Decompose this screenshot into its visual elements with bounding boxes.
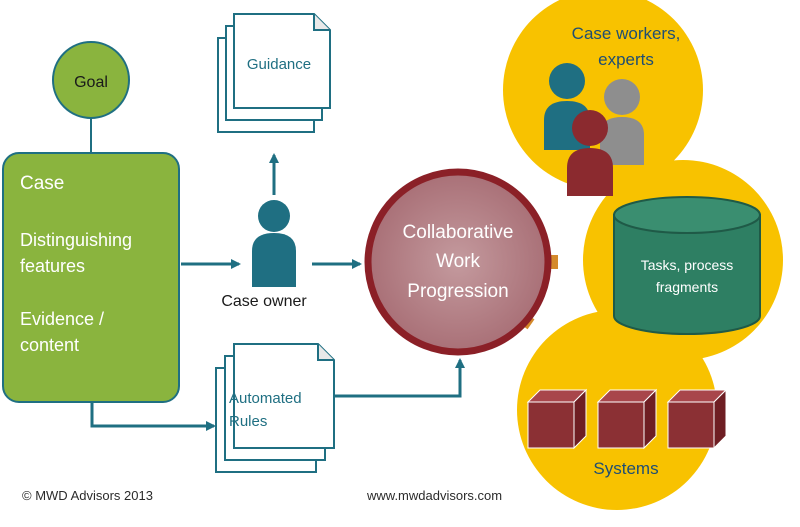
arrow-rules-to-collab xyxy=(334,358,465,398)
rules-document-stack-icon xyxy=(215,343,335,473)
guidance-document-stack-icon xyxy=(217,13,331,133)
case-evidence-line2: content xyxy=(20,335,79,355)
arrows xyxy=(90,153,465,431)
tasks-line1: Tasks, process xyxy=(641,257,734,273)
system-box-icon xyxy=(666,388,728,450)
goal-circle xyxy=(52,41,130,119)
case-workers-line1: Case workers, xyxy=(572,24,681,43)
arrow-case-to-rules xyxy=(90,403,216,431)
footer-copyright: © MWD Advisors 2013 xyxy=(22,488,153,503)
case-owner-label: Case owner xyxy=(221,293,307,310)
collaborative-work-circle xyxy=(364,168,552,356)
system-box-icon xyxy=(596,388,658,450)
collab-line1: Collaborative xyxy=(403,222,514,243)
person-icon xyxy=(252,200,296,287)
case-title: Case xyxy=(20,173,64,194)
tasks-line2: fragments xyxy=(656,279,718,295)
footer-url: www.mwdadvisors.com xyxy=(367,488,503,503)
systems-label: Systems xyxy=(593,459,658,478)
case-box xyxy=(2,152,180,403)
system-box-icon xyxy=(526,388,588,450)
automated-rules-line2: Rules xyxy=(229,413,267,430)
guidance-label: Guidance xyxy=(247,56,311,73)
collab-line2: Work xyxy=(436,251,480,272)
goal-label: Goal xyxy=(74,74,108,91)
database-cylinder-icon xyxy=(613,196,761,335)
systems-boxes xyxy=(526,388,728,450)
case-distinguishing-line2: features xyxy=(20,256,85,276)
case-evidence-line1: Evidence / xyxy=(20,309,104,329)
case-workers-line2: experts xyxy=(598,50,654,69)
case-distinguishing-line1: Distinguishing xyxy=(20,230,132,250)
people-icon xyxy=(544,63,644,196)
automated-rules-line1: Automated xyxy=(229,390,302,407)
collab-line3: Progression xyxy=(407,281,508,302)
